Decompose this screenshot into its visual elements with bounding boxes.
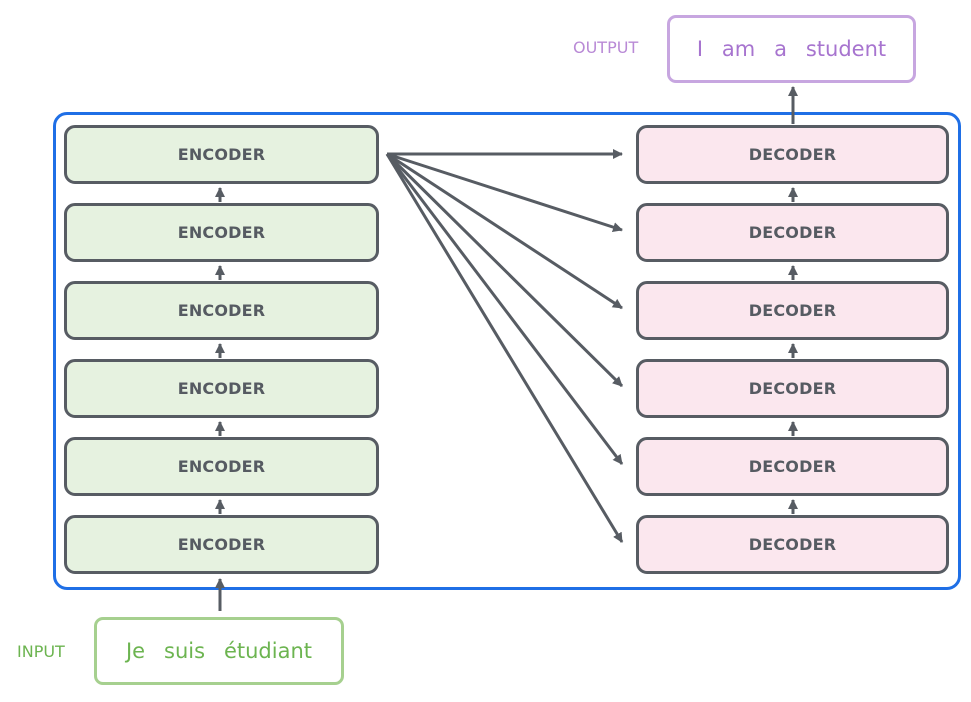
decoder-block-4: DECODER bbox=[636, 359, 949, 418]
encoder-block-5: ENCODER bbox=[64, 437, 379, 496]
output-token: am bbox=[721, 37, 756, 61]
decoder-label: DECODER bbox=[748, 379, 837, 398]
output-label: OUTPUT bbox=[573, 38, 639, 57]
output-token: I bbox=[696, 37, 704, 61]
decoder-label: DECODER bbox=[748, 301, 837, 320]
encoder-label: ENCODER bbox=[177, 301, 266, 320]
output-token: a bbox=[774, 37, 787, 61]
input-label: INPUT bbox=[17, 642, 65, 661]
encoder-block-1: ENCODER bbox=[64, 125, 379, 184]
output-token: student bbox=[805, 37, 887, 61]
decoder-label: DECODER bbox=[748, 457, 837, 476]
encoder-block-3: ENCODER bbox=[64, 281, 379, 340]
encoder-label: ENCODER bbox=[177, 457, 266, 476]
output-sentence-box: I am a student bbox=[667, 15, 916, 83]
encoder-decoder-container bbox=[53, 112, 961, 590]
fanout-arrow-6 bbox=[385, 153, 624, 543]
input-token: suis bbox=[164, 639, 206, 663]
decoder-label: DECODER bbox=[748, 535, 837, 554]
fanout-arrow-4 bbox=[385, 152, 624, 388]
encoder-block-2: ENCODER bbox=[64, 203, 379, 262]
encoder-label: ENCODER bbox=[177, 379, 266, 398]
input-token: Je bbox=[125, 639, 146, 663]
fanout-arrow-5 bbox=[385, 153, 624, 465]
decoder-block-6: DECODER bbox=[636, 515, 949, 574]
decoder-block-3: DECODER bbox=[636, 281, 949, 340]
decoder-label: DECODER bbox=[748, 145, 837, 164]
input-token: étudiant bbox=[223, 639, 313, 663]
encoder-block-6: ENCODER bbox=[64, 515, 379, 574]
encoder-label: ENCODER bbox=[177, 535, 266, 554]
encoder-block-4: ENCODER bbox=[64, 359, 379, 418]
decoder-block-1: DECODER bbox=[636, 125, 949, 184]
encoder-label: ENCODER bbox=[177, 145, 266, 164]
input-sentence-box: Je suis étudiant bbox=[94, 617, 344, 685]
decoder-block-5: DECODER bbox=[636, 437, 949, 496]
decoder-label: DECODER bbox=[748, 223, 837, 242]
fanout-arrow-2 bbox=[386, 152, 623, 232]
decoder-block-2: DECODER bbox=[636, 203, 949, 262]
encoder-label: ENCODER bbox=[177, 223, 266, 242]
fanout-arrow-3 bbox=[386, 152, 623, 310]
